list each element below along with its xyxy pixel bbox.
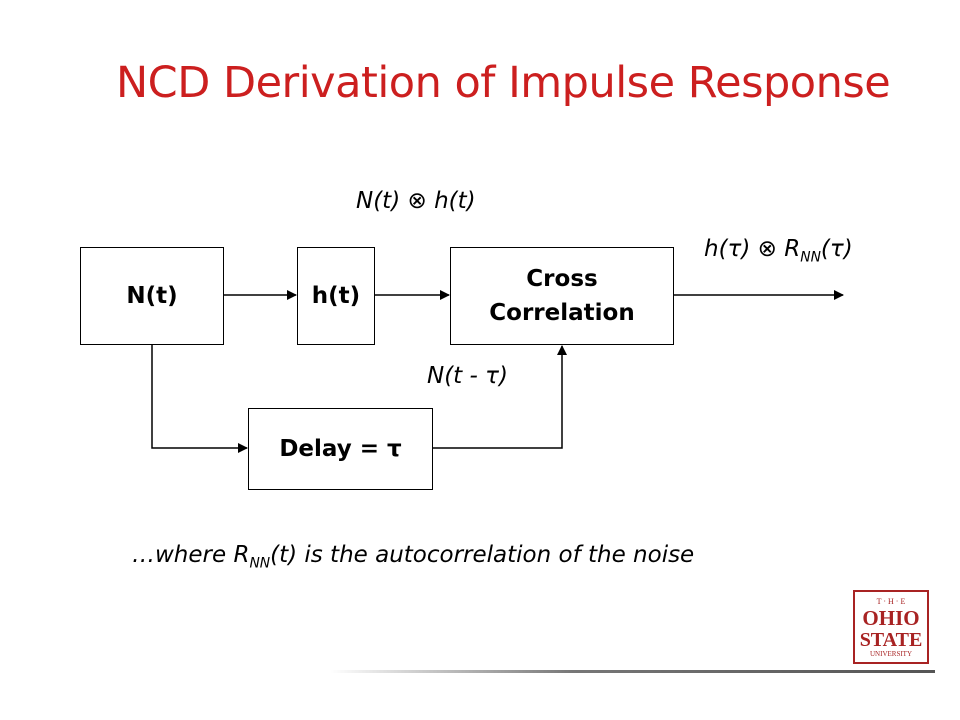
cross-correlation-label-line1: Cross	[526, 266, 598, 292]
noise-source-label: N(t)	[126, 283, 178, 309]
cross-correlation-block: Cross Correlation	[450, 247, 674, 345]
slide-title: NCD Derivation of Impulse Response	[116, 58, 891, 108]
system-output-signal-label: N(t) ⊗ h(t)	[356, 188, 476, 214]
system-label: h(t)	[311, 283, 361, 309]
ohio-state-logo: T · H · E OHIO STATE UNIVERSITY	[853, 590, 929, 664]
delay-label: Delay = τ	[279, 436, 402, 462]
cross-correlation-label-line2: Correlation	[489, 300, 635, 326]
logo-line3: STATE	[860, 629, 923, 651]
noise-source-block: N(t)	[80, 247, 224, 345]
arrow-noise-to-delay	[151, 345, 248, 453]
output-tail-text: (τ)	[820, 236, 853, 262]
footnote-prefix: …where R	[132, 542, 250, 568]
correlator-output-signal-label: h(τ) ⊗ RNN(τ)	[704, 236, 853, 266]
arrow-delay-to-correlator	[433, 345, 567, 449]
footnote: …where RNN(t) is the autocorrelation of …	[132, 542, 694, 572]
logo-line2: OHIO	[862, 606, 919, 630]
logo-line1: T · H · E	[877, 597, 906, 606]
footer-divider	[330, 670, 935, 673]
delay-block: Delay = τ	[248, 408, 433, 490]
footnote-suffix: (t) is the autocorrelation of the noise	[270, 542, 695, 568]
system-block: h(t)	[297, 247, 375, 345]
ohio-state-logo-graphic: T · H · E OHIO STATE UNIVERSITY	[860, 597, 923, 658]
delayed-noise-signal-label: N(t - τ)	[427, 363, 508, 389]
output-main-text: h(τ) ⊗ R	[704, 236, 801, 262]
output-subscript: NN	[800, 249, 821, 266]
footnote-subscript: NN	[249, 555, 271, 572]
logo-line4: UNIVERSITY	[870, 650, 912, 658]
